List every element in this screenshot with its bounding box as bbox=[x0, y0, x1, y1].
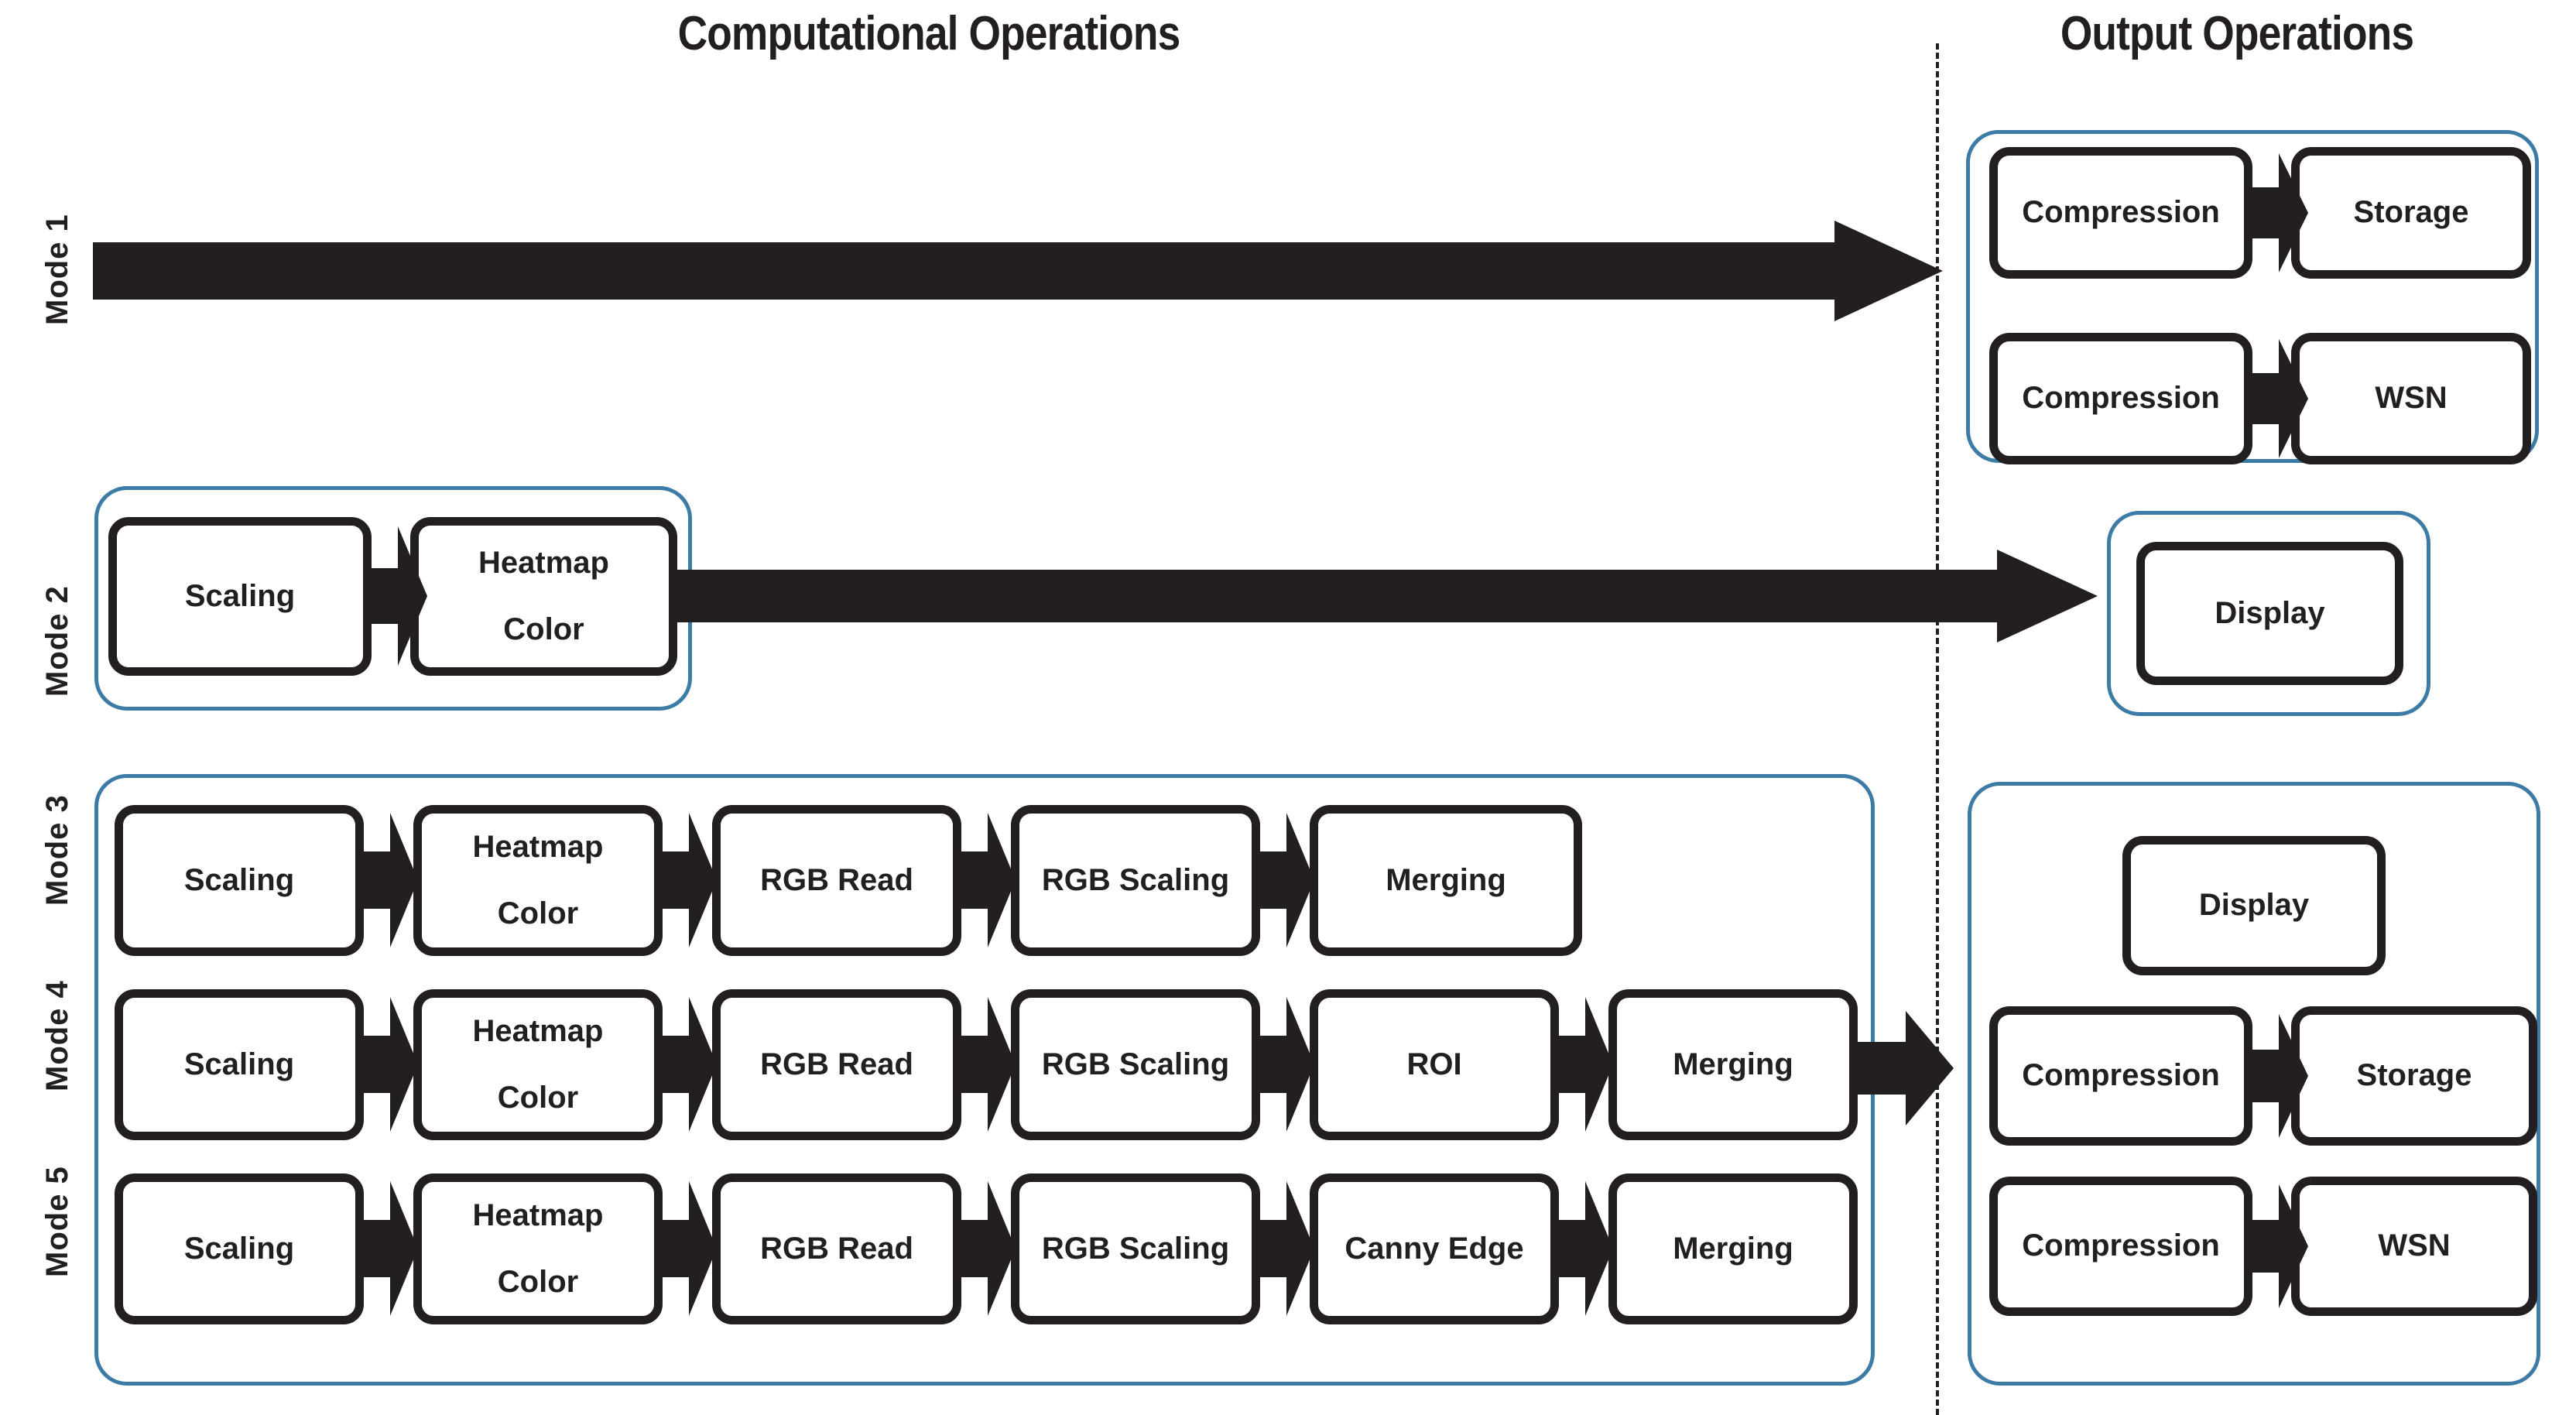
box-label: Merging bbox=[1386, 862, 1506, 897]
box-label: Scaling bbox=[183, 1047, 295, 1081]
box-label: RGB Read bbox=[760, 1047, 913, 1081]
output-box-wsn-1[interactable]: WSN bbox=[2291, 333, 2531, 464]
box-label-line2: Color bbox=[497, 1265, 579, 1300]
box-label: Canny Edge bbox=[1345, 1231, 1524, 1266]
box-label-line1: Heatmap bbox=[472, 1197, 604, 1232]
mode4-box-roi[interactable]: ROI bbox=[1310, 989, 1559, 1140]
mode4-box-rgb-read[interactable]: RGB Read bbox=[712, 989, 961, 1140]
box-label: Merging bbox=[1673, 1047, 1793, 1081]
mode-label-4: Mode 4 bbox=[40, 980, 74, 1091]
output-box-storage-1[interactable]: Storage bbox=[2291, 147, 2531, 279]
mode4-box-heatmap-color[interactable]: Heatmap Color bbox=[413, 989, 663, 1140]
box-label: RGB Read bbox=[760, 1231, 913, 1266]
output-box-compression-4[interactable]: Compression bbox=[1989, 1177, 2252, 1316]
mode-label-5: Mode 5 bbox=[40, 1166, 74, 1277]
output-box-compression-2[interactable]: Compression bbox=[1989, 333, 2252, 464]
mode4-box-rgb-scaling[interactable]: RGB Scaling bbox=[1011, 989, 1260, 1140]
box-label-line1: Heatmap bbox=[472, 1013, 604, 1048]
mode2-box-scaling[interactable]: Scaling bbox=[108, 517, 372, 676]
page-title-computational-operations: Computational Operations bbox=[677, 7, 1181, 60]
box-label-line2: Color bbox=[503, 612, 584, 647]
mode-label-1: Mode 1 bbox=[40, 214, 74, 325]
mode4-box-merging[interactable]: Merging bbox=[1608, 989, 1858, 1140]
output-box-display-modes345[interactable]: Display bbox=[2122, 836, 2386, 975]
mode5-box-rgb-read[interactable]: RGB Read bbox=[712, 1173, 961, 1324]
box-label: Storage bbox=[2356, 1058, 2472, 1093]
box-label-line2: Color bbox=[497, 1081, 579, 1115]
box-label-line1: Heatmap bbox=[472, 829, 604, 864]
box-label: Compression bbox=[2022, 381, 2220, 416]
output-box-compression-3[interactable]: Compression bbox=[1989, 1006, 2252, 1146]
mode2-box-heatmap-color[interactable]: Heatmap Color bbox=[410, 517, 677, 676]
mode2-to-display-arrow bbox=[673, 550, 2098, 642]
mode-label-2: Mode 2 bbox=[40, 585, 74, 697]
section-divider-dashed-line bbox=[1936, 43, 1939, 1415]
mode5-box-heatmap-color[interactable]: Heatmap Color bbox=[413, 1173, 663, 1324]
box-label: Storage bbox=[2353, 195, 2469, 230]
box-label: RGB Scaling bbox=[1041, 862, 1230, 897]
box-label: Display bbox=[2215, 595, 2325, 630]
output-group-mode1 bbox=[1966, 130, 2539, 463]
output-box-storage-2[interactable]: Storage bbox=[2291, 1006, 2537, 1146]
mode4-box-scaling[interactable]: Scaling bbox=[115, 989, 364, 1140]
mode3-box-scaling[interactable]: Scaling bbox=[115, 805, 364, 956]
output-box-compression-1[interactable]: Compression bbox=[1989, 147, 2252, 279]
mode3-box-merging[interactable]: Merging bbox=[1310, 805, 1582, 956]
mode5-box-canny-edge[interactable]: Canny Edge bbox=[1310, 1173, 1559, 1324]
output-group-modes-3-4-5 bbox=[1968, 782, 2540, 1386]
box-label: Display bbox=[2198, 888, 2310, 923]
output-box-display-mode2[interactable]: Display bbox=[2136, 542, 2403, 685]
box-label: RGB Scaling bbox=[1041, 1047, 1230, 1081]
mode5-box-rgb-scaling[interactable]: RGB Scaling bbox=[1011, 1173, 1260, 1324]
box-label: Scaling bbox=[183, 1231, 295, 1266]
box-label: RGB Read bbox=[760, 862, 913, 897]
mode1-passthrough-arrow bbox=[93, 221, 1943, 321]
mode5-box-merging[interactable]: Merging bbox=[1608, 1173, 1858, 1324]
mode3-box-heatmap-color[interactable]: Heatmap Color bbox=[413, 805, 663, 956]
box-label: WSN bbox=[2375, 381, 2448, 416]
box-label: Compression bbox=[2022, 1058, 2220, 1093]
box-label: Compression bbox=[2022, 195, 2220, 230]
box-label: ROI bbox=[1406, 1047, 1462, 1081]
box-label: Scaling bbox=[183, 862, 295, 897]
box-label: Merging bbox=[1673, 1231, 1793, 1266]
box-label: Scaling bbox=[184, 578, 296, 613]
box-label-line1: Heatmap bbox=[478, 545, 609, 580]
box-label-line2: Color bbox=[497, 896, 579, 931]
mode5-box-scaling[interactable]: Scaling bbox=[115, 1173, 364, 1324]
mode3-box-rgb-read[interactable]: RGB Read bbox=[712, 805, 961, 956]
output-box-wsn-2[interactable]: WSN bbox=[2291, 1177, 2537, 1316]
output-group-mode2 bbox=[2107, 511, 2430, 716]
mode-label-3: Mode 3 bbox=[40, 794, 74, 906]
mode3-box-rgb-scaling[interactable]: RGB Scaling bbox=[1011, 805, 1260, 956]
box-label: WSN bbox=[2378, 1228, 2451, 1263]
box-label: Compression bbox=[2022, 1228, 2220, 1263]
page-title-output-operations: Output Operations bbox=[2060, 7, 2414, 60]
box-label: RGB Scaling bbox=[1041, 1231, 1230, 1266]
